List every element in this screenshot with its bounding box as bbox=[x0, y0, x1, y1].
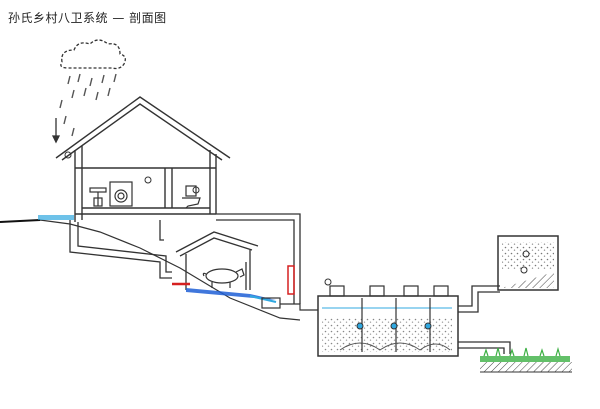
toilet-icon bbox=[182, 185, 201, 209]
cloud-icon bbox=[60, 39, 126, 70]
sink-icon bbox=[89, 187, 107, 207]
valve-marker bbox=[192, 186, 200, 194]
rain-icon bbox=[59, 73, 117, 137]
pig-icon bbox=[202, 268, 245, 288]
valve-marker bbox=[144, 176, 152, 184]
valve-marker bbox=[64, 151, 72, 159]
house-icon bbox=[55, 96, 231, 222]
septic-tank-icon bbox=[317, 278, 459, 357]
pigsty-icon bbox=[175, 231, 259, 290]
ground-line bbox=[0, 219, 301, 321]
wetland-icon bbox=[480, 346, 572, 373]
washing-machine-icon bbox=[109, 181, 133, 207]
diagram-title: 孙氏乡村八卫系统 — 剖面图 bbox=[8, 11, 167, 25]
filter-tank-icon bbox=[497, 235, 559, 291]
